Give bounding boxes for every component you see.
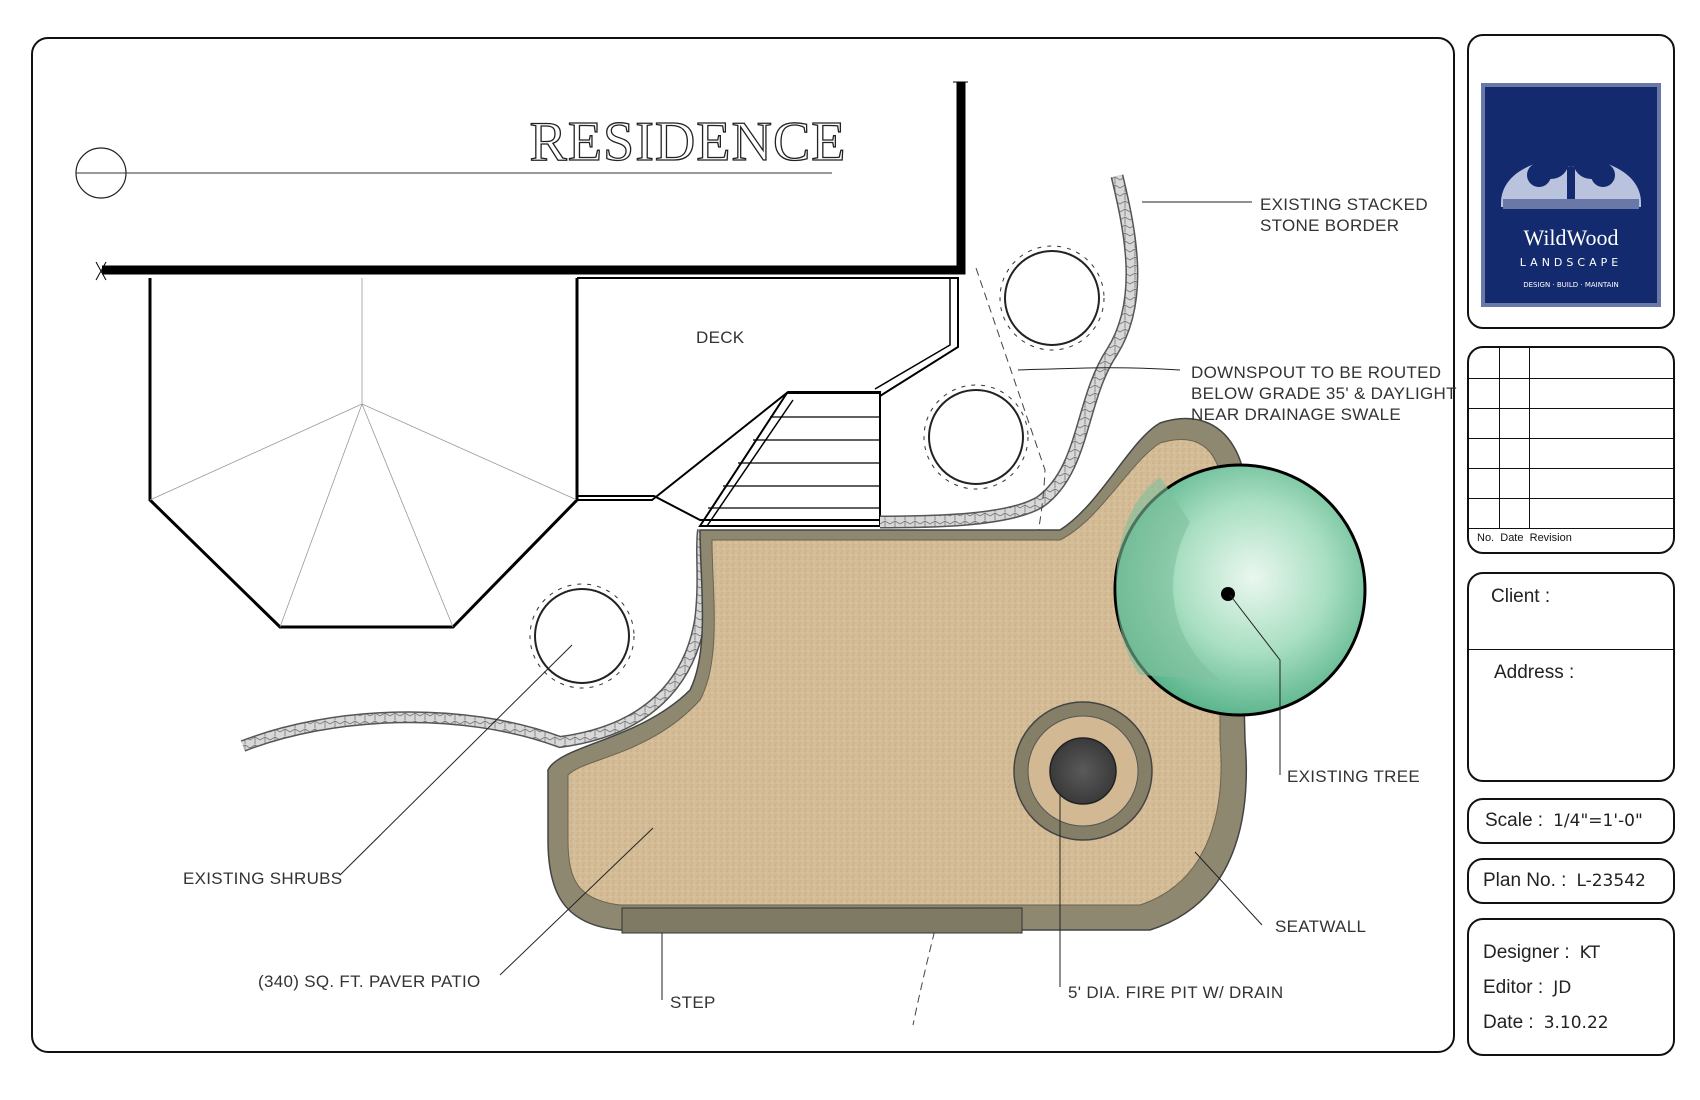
bay-window	[148, 278, 579, 629]
existing-shrub	[534, 250, 1100, 684]
deck-outline	[577, 277, 959, 521]
patio-step	[621, 907, 1023, 934]
logo-tagline: DESIGN · BUILD · MAINTAIN	[1523, 281, 1619, 289]
editor-label: Editor :	[1483, 977, 1544, 998]
house-wall	[102, 82, 966, 275]
wildwood-logo: WildWood LANDSCAPE DESIGN · BUILD · MAIN…	[1481, 83, 1661, 307]
stacked-border-label-1: EXISTING STACKED	[1260, 195, 1428, 214]
date-label: Date :	[1483, 1012, 1534, 1033]
revision-table: No. Date Revision	[1467, 346, 1675, 554]
deck-label: DECK	[696, 328, 745, 347]
step-label: STEP	[670, 993, 716, 1012]
rev-header-no: No.	[1477, 532, 1495, 544]
existing-tree-label: EXISTING TREE	[1287, 767, 1420, 786]
plan-no-value: L-23542	[1576, 871, 1646, 891]
client-panel: Client : Address :	[1467, 572, 1675, 782]
residence-title: RESIDENCE	[530, 111, 847, 173]
seatwall-label: SEATWALL	[1275, 917, 1366, 936]
logo-sub: LANDSCAPE	[1520, 256, 1622, 269]
deck-stairs	[698, 392, 881, 527]
plan-no-panel: Plan No. : L-23542	[1467, 858, 1675, 904]
existing-tree	[1113, 463, 1367, 717]
rev-header-revision: Revision	[1529, 532, 1572, 544]
downspout-label-2: BELOW GRADE 35' & DAYLIGHT	[1191, 384, 1457, 403]
rev-header-date: Date	[1500, 532, 1524, 544]
scale-panel: Scale : 1/4"=1'-0"	[1467, 798, 1675, 844]
paver-patio	[567, 439, 1224, 906]
logo-name: WildWood	[1523, 225, 1618, 250]
date-value: 3.10.22	[1543, 1013, 1609, 1033]
logo-panel: WildWood LANDSCAPE DESIGN · BUILD · MAIN…	[1467, 34, 1675, 329]
editor-value: JD	[1553, 978, 1572, 998]
designer-value: KT	[1579, 943, 1600, 963]
fire-pit-label: 5' DIA. FIRE PIT W/ DRAIN	[1068, 983, 1283, 1002]
drawing-border	[31, 37, 1455, 1053]
downspout-label-3: NEAR DRAINAGE SWALE	[1191, 405, 1401, 424]
shrubs-label: EXISTING SHRUBS	[183, 869, 342, 888]
fire-pit-inner	[1049, 737, 1117, 805]
downspout-label-1: DOWNSPOUT TO BE ROUTED	[1191, 363, 1441, 382]
scale-value: 1/4"=1'-0"	[1553, 811, 1643, 831]
credits-panel: Designer : KT Editor : JD Date : 3.10.22	[1467, 918, 1675, 1056]
patio-label: (340) SQ. FT. PAVER PATIO	[258, 972, 481, 991]
scale-label: Scale :	[1485, 810, 1544, 831]
stacked-border-label-2: STONE BORDER	[1260, 216, 1399, 235]
designer-label: Designer :	[1483, 942, 1570, 963]
address-label: Address :	[1494, 662, 1575, 683]
client-label: Client :	[1491, 586, 1551, 607]
plan-no-label: Plan No. :	[1483, 870, 1567, 891]
